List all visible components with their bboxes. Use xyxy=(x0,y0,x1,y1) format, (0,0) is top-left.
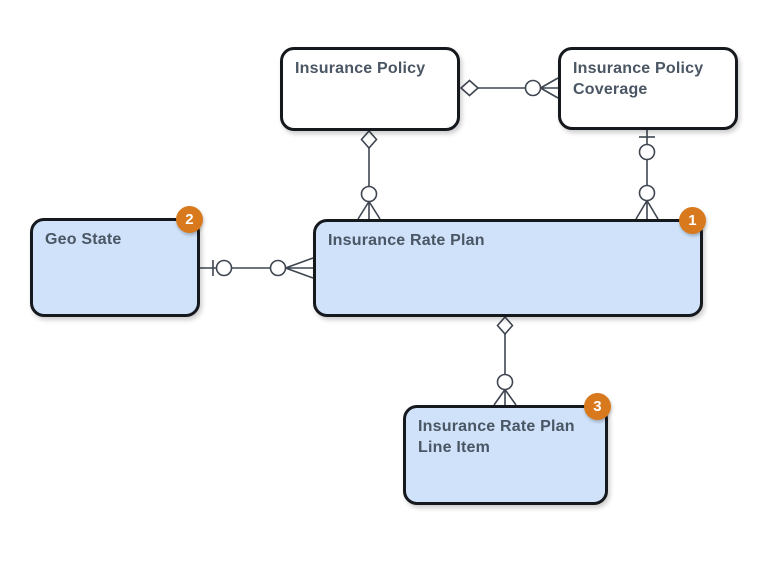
circle-icon xyxy=(524,79,542,97)
step-badge: 3 xyxy=(584,393,611,420)
entity-label: Insurance Policy xyxy=(295,60,426,77)
entity-label: Insurance Rate Plan Line Item xyxy=(418,418,575,456)
entity-label: Insurance Rate Plan xyxy=(328,232,485,249)
diamond-icon xyxy=(496,315,514,336)
entity-insurance-policy[interactable]: Insurance Policy xyxy=(280,47,460,131)
crow-foot-icon xyxy=(357,201,381,220)
circle-icon xyxy=(638,143,656,161)
crow-foot-icon xyxy=(285,257,314,279)
circle-icon xyxy=(269,259,287,277)
entity-label: Geo State xyxy=(45,231,122,248)
connector-coverage-to-rate-plan xyxy=(635,130,659,220)
entity-insurance-policy-coverage[interactable]: Insurance Policy Coverage xyxy=(558,47,738,130)
circle-icon xyxy=(360,185,378,203)
circle-icon xyxy=(496,373,514,391)
step-badge: 1 xyxy=(679,207,706,234)
connector-policy-to-rate-plan xyxy=(357,129,381,220)
step-badge: 2 xyxy=(176,206,203,233)
entity-label: Insurance Policy Coverage xyxy=(573,60,704,98)
crow-foot-icon xyxy=(540,77,559,99)
connector-policy-to-coverage xyxy=(459,77,559,99)
diamond-icon xyxy=(360,129,378,150)
diamond-icon xyxy=(459,79,480,97)
crow-foot-icon xyxy=(493,389,517,406)
circle-icon xyxy=(638,184,656,202)
connector-rate-plan-to-line-item xyxy=(493,315,517,406)
entity-insurance-rate-plan-line-item[interactable]: Insurance Rate Plan Line Item 3 xyxy=(403,393,611,505)
entity-insurance-rate-plan[interactable]: Insurance Rate Plan 1 xyxy=(313,207,706,317)
entity-geo-state[interactable]: Geo State 2 xyxy=(30,206,203,317)
connector-geo-state-to-rate-plan xyxy=(200,257,314,279)
crow-foot-icon xyxy=(635,200,659,220)
circle-icon xyxy=(215,259,233,277)
